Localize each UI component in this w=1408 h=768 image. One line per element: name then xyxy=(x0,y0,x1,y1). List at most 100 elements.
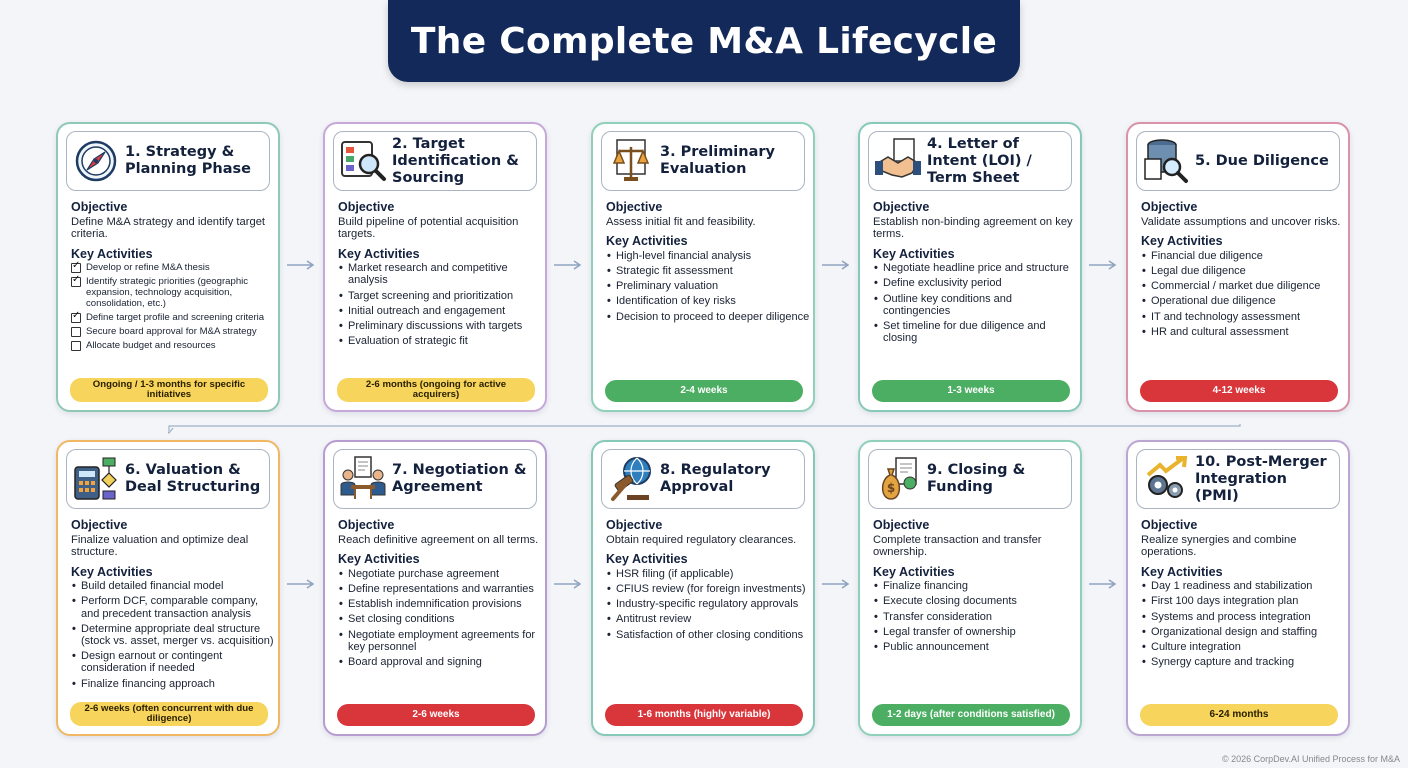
list-item: HR and cultural assessment xyxy=(1141,326,1345,338)
list-item: Decision to proceed to deeper diligence xyxy=(606,311,810,323)
checklist-item: Allocate budget and resources xyxy=(71,340,275,352)
list-item: Preliminary discussions with targets xyxy=(338,320,542,332)
objective-text: Establish non-binding agreement on key t… xyxy=(873,215,1073,241)
list-item: Determine appropriate deal structure (st… xyxy=(71,623,275,647)
list-item: Negotiate purchase agreement xyxy=(338,568,542,580)
database-magnifier-icon xyxy=(1137,133,1195,189)
list-item: HSR filing (if applicable) xyxy=(606,568,810,580)
key-activities-heading: Key Activities xyxy=(606,234,688,249)
phase-header: $9. Closing & Funding xyxy=(868,449,1072,509)
phase-title: 1. Strategy & Planning Phase xyxy=(125,144,251,177)
activity-list: Market research and competitive analysis… xyxy=(338,262,542,347)
objective-heading: Objective xyxy=(338,200,395,214)
phase-title: 2. Target Identification & Sourcing xyxy=(392,135,519,186)
key-activities-heading: Key Activities xyxy=(873,564,955,579)
key-activities-heading: Key Activities xyxy=(873,246,955,261)
duration-badge: 4-12 weeks xyxy=(1140,380,1338,402)
arrow-right-icon xyxy=(822,260,850,270)
calculator-flowchart-icon xyxy=(67,451,125,507)
duration-badge: 2-4 weeks xyxy=(605,380,803,402)
duration-badge: 2-6 weeks xyxy=(337,704,535,726)
objective-heading: Objective xyxy=(873,518,930,532)
list-item: Execute closing documents xyxy=(873,595,1077,607)
list-item: Design earnout or contingent considerati… xyxy=(71,650,275,674)
list-item: Legal due diligence xyxy=(1141,265,1345,277)
page-title: The Complete M&A Lifecycle xyxy=(410,20,998,62)
arrow-right-icon xyxy=(287,579,315,589)
activity-list: Day 1 readiness and stabilizationFirst 1… xyxy=(1141,580,1345,668)
objective-heading: Objective xyxy=(71,200,128,214)
key-activities-heading: Key Activities xyxy=(71,246,153,261)
list-item: Perform DCF, comparable company, and pre… xyxy=(71,595,275,619)
arrow-right-icon xyxy=(1089,579,1117,589)
phase-title: 8. Regulatory Approval xyxy=(660,462,771,495)
arrow-right-icon xyxy=(287,260,315,270)
objective-heading: Objective xyxy=(338,518,395,532)
list-item: Preliminary valuation xyxy=(606,280,810,292)
objective-text: Obtain required regulatory clearances. xyxy=(606,533,797,546)
objective-heading: Objective xyxy=(606,200,663,214)
objective-text: Build pipeline of potential acquisition … xyxy=(338,215,519,241)
list-item: Strategic fit assessment xyxy=(606,265,810,277)
activity-list: Develop or refine M&A thesisIdentify str… xyxy=(71,260,275,352)
activity-list: Build detailed financial modelPerform DC… xyxy=(71,580,275,690)
activity-list: High-level financial analysisStrategic f… xyxy=(606,250,810,323)
compass-icon xyxy=(67,133,125,189)
list-item: IT and technology assessment xyxy=(1141,311,1345,323)
phase-title: 10. Post-Merger Integration (PMI) xyxy=(1195,453,1327,504)
handshake-icon xyxy=(869,133,927,189)
key-activities-heading: Key Activities xyxy=(606,552,688,567)
list-item: Establish indemnification provisions xyxy=(338,598,542,610)
phase-card-10: 10. Post-Merger Integration (PMI) Objecti… xyxy=(1126,440,1350,736)
phase-header: 4. Letter of Intent (LOI) / Term Sheet xyxy=(868,131,1072,191)
phase-title: 7. Negotiation & Agreement xyxy=(392,462,527,495)
scales-icon xyxy=(602,133,660,189)
list-item: Financial due diligence xyxy=(1141,250,1345,262)
phase-header: 8. Regulatory Approval xyxy=(601,449,805,509)
list-item: Public announcement xyxy=(873,641,1077,653)
activity-list: Financial due diligenceLegal due diligen… xyxy=(1141,250,1345,338)
list-item: Operational due diligence xyxy=(1141,295,1345,307)
duration-badge: 6-24 months xyxy=(1140,704,1338,726)
list-item: Board approval and signing xyxy=(338,656,542,668)
arrow-right-icon xyxy=(554,260,582,270)
list-item: Set closing conditions xyxy=(338,613,542,625)
search-dashboard-icon xyxy=(334,133,392,189)
list-item: Day 1 readiness and stabilization xyxy=(1141,580,1345,592)
duration-badge: 1-3 weeks xyxy=(872,380,1070,402)
arrow-right-icon xyxy=(822,579,850,589)
list-item: Systems and process integration xyxy=(1141,611,1345,623)
list-item: Market research and competitive analysis xyxy=(338,262,542,286)
phase-title: 9. Closing & Funding xyxy=(927,462,1026,495)
objective-text: Assess initial fit and feasibility. xyxy=(606,215,756,228)
list-item: High-level financial analysis xyxy=(606,250,810,262)
list-item: Legal transfer of ownership xyxy=(873,626,1077,638)
duration-badge: Ongoing / 1-3 months for specific initia… xyxy=(70,378,268,402)
phase-title: 5. Due Diligence xyxy=(1195,152,1329,169)
duration-badge: 1-2 days (after conditions satisfied) xyxy=(872,704,1070,726)
phase-title: 6. Valuation & Deal Structuring xyxy=(125,462,261,495)
svg-text:$: $ xyxy=(887,481,895,495)
list-item: Finalize financing approach xyxy=(71,678,275,690)
objective-heading: Objective xyxy=(71,518,128,532)
list-item: CFIUS review (for foreign investments) xyxy=(606,583,810,595)
key-activities-heading: Key Activities xyxy=(1141,564,1223,579)
list-item: Initial outreach and engagement xyxy=(338,305,542,317)
objective-text: Realize synergies and combine operations… xyxy=(1141,533,1297,559)
key-activities-heading: Key Activities xyxy=(338,246,420,261)
globe-gavel-icon xyxy=(602,451,660,507)
